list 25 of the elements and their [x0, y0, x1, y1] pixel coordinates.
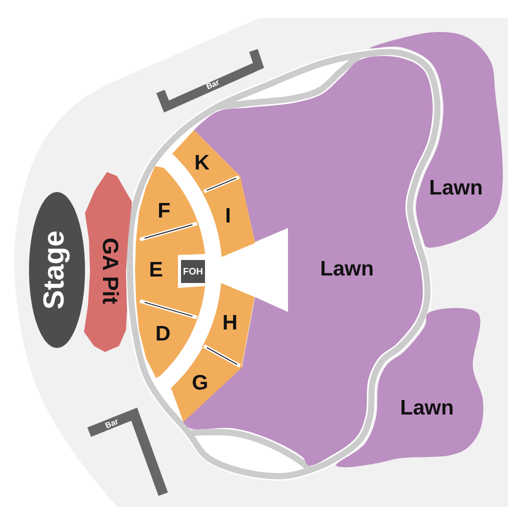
section-label: F [158, 200, 170, 222]
seating-section [172, 130, 240, 192]
section-label: H [222, 312, 238, 334]
bar-label: Bar [104, 418, 120, 430]
lawn-area [370, 32, 503, 248]
area-label: Lawn [429, 177, 483, 198]
area-label: Lawn [320, 258, 374, 280]
seating-section [135, 223, 206, 318]
bar-label: Bar [205, 78, 221, 92]
section-label: I [225, 206, 231, 226]
lawn-area [336, 308, 484, 467]
seating-section [202, 176, 255, 257]
section-label: G [192, 372, 208, 394]
stage [29, 192, 85, 348]
area-label: Lawn [400, 397, 454, 418]
section-label: K [194, 152, 210, 174]
standing-pit [84, 172, 132, 352]
foh-label: FOH [182, 266, 204, 276]
section-label: D [155, 324, 171, 344]
foh-booth [181, 260, 205, 283]
seating-section [202, 283, 255, 367]
pit-label: GA Pit [99, 238, 121, 304]
section-label: E [149, 260, 163, 280]
stage-label: Stage [40, 230, 70, 310]
seating-section [170, 347, 242, 422]
